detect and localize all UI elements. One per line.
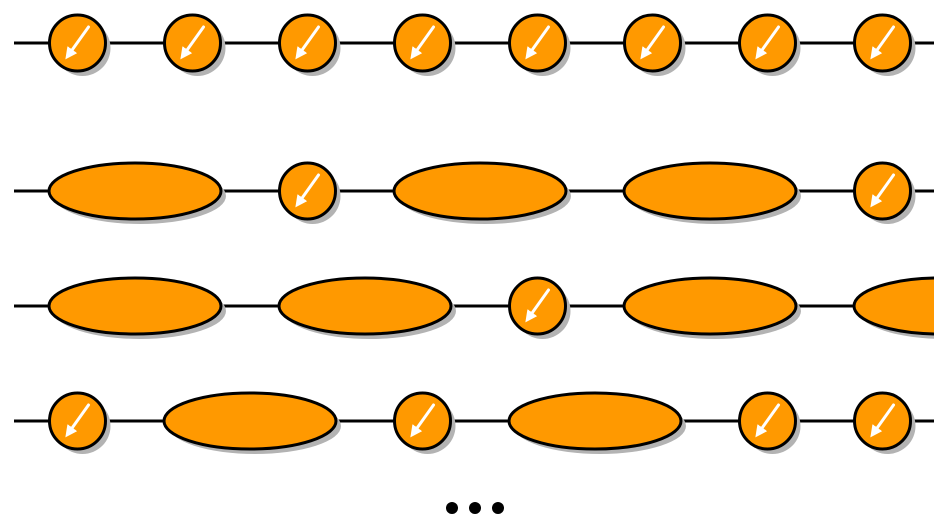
node-ellipse bbox=[277, 276, 453, 336]
ellipse-node bbox=[852, 276, 934, 339]
circle-arrow-node bbox=[853, 161, 916, 224]
node-ellipse bbox=[507, 391, 683, 451]
node-ellipse bbox=[852, 276, 934, 336]
circle-arrow-node bbox=[853, 391, 916, 454]
continuation-dot bbox=[446, 502, 458, 514]
down-left-arrow-icon bbox=[410, 403, 435, 438]
ellipse-node bbox=[622, 276, 801, 339]
continuation-dot bbox=[469, 502, 481, 514]
ellipse-node bbox=[392, 161, 571, 224]
down-left-arrow-icon bbox=[65, 25, 90, 60]
circle-arrow-node bbox=[738, 13, 801, 76]
chain-row-1 bbox=[14, 13, 934, 76]
node-ellipse bbox=[47, 276, 223, 336]
ellipse-node bbox=[277, 276, 456, 339]
ellipse-node bbox=[47, 276, 226, 339]
node-ellipse bbox=[392, 161, 568, 221]
circle-arrow-node bbox=[508, 276, 571, 339]
down-left-arrow-icon bbox=[525, 288, 550, 323]
chain-row-4 bbox=[14, 391, 934, 454]
circle-arrow-node bbox=[393, 13, 456, 76]
down-left-arrow-icon bbox=[870, 403, 895, 438]
ellipse-node bbox=[622, 161, 801, 224]
down-left-arrow-icon bbox=[755, 25, 780, 60]
down-left-arrow-icon bbox=[755, 403, 780, 438]
down-left-arrow-icon bbox=[525, 25, 550, 60]
circle-arrow-node bbox=[853, 13, 916, 76]
ellipse-node bbox=[507, 391, 686, 454]
ellipse-node bbox=[162, 391, 341, 454]
node-ellipse bbox=[162, 391, 338, 451]
down-left-arrow-icon bbox=[65, 403, 90, 438]
node-ellipse bbox=[622, 276, 798, 336]
down-left-arrow-icon bbox=[870, 25, 895, 60]
node-ellipse bbox=[622, 161, 798, 221]
circle-arrow-node bbox=[623, 13, 686, 76]
circle-arrow-node bbox=[738, 391, 801, 454]
circle-arrow-node bbox=[278, 161, 341, 224]
down-left-arrow-icon bbox=[295, 25, 320, 60]
down-left-arrow-icon bbox=[180, 25, 205, 60]
circle-arrow-node bbox=[163, 13, 226, 76]
down-left-arrow-icon bbox=[870, 173, 895, 208]
circle-arrow-node bbox=[393, 391, 456, 454]
down-left-arrow-icon bbox=[410, 25, 435, 60]
node-ellipse bbox=[47, 161, 223, 221]
circle-arrow-node bbox=[508, 13, 571, 76]
ellipse-node bbox=[47, 161, 226, 224]
circle-arrow-node bbox=[48, 391, 111, 454]
circle-arrow-node bbox=[48, 13, 111, 76]
continuation-dot bbox=[492, 502, 504, 514]
chain-row-3 bbox=[14, 276, 934, 339]
circle-arrow-node bbox=[278, 13, 341, 76]
down-left-arrow-icon bbox=[640, 25, 665, 60]
continuation-dots bbox=[446, 502, 504, 514]
down-left-arrow-icon bbox=[295, 173, 320, 208]
chain-row-2 bbox=[14, 161, 934, 224]
